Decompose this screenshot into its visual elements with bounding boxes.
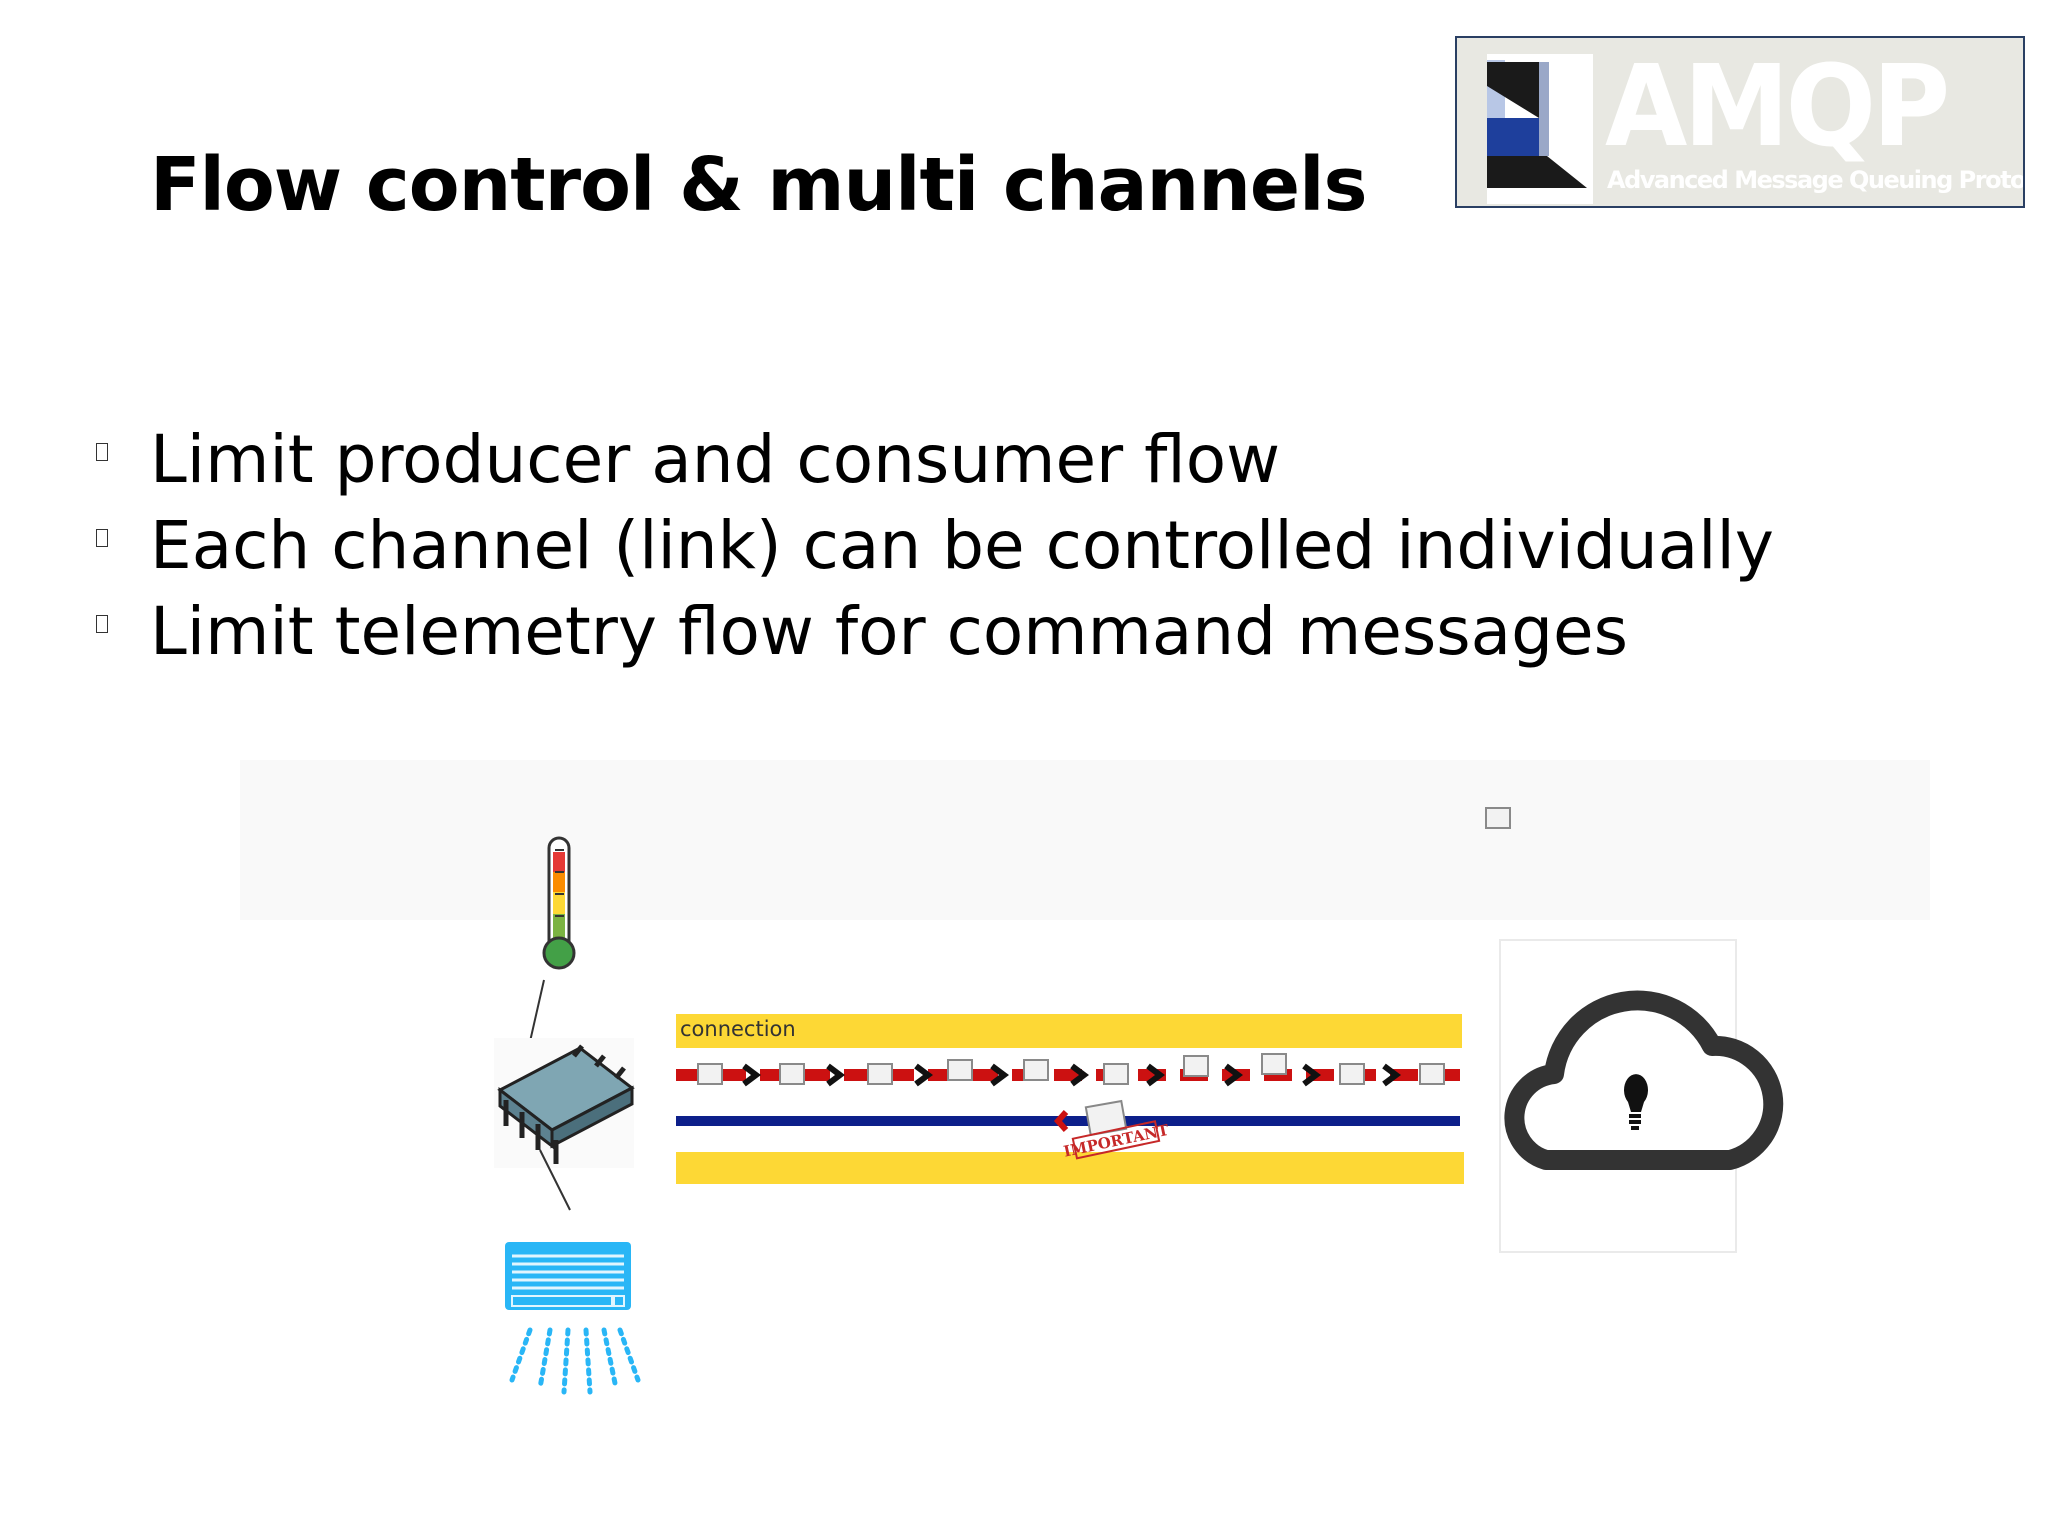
- air-conditioner-icon: [505, 1242, 641, 1395]
- thermometer-icon: [542, 836, 576, 970]
- slide-title: Flow control & multi channels: [150, 142, 1367, 228]
- envelope-icon: [1485, 807, 1511, 829]
- bullet-item: Limit telemetry flow for command message…: [96, 588, 1774, 674]
- amqp-logo-mark-icon: [1487, 54, 1593, 204]
- important-message: IMPORTANT: [1053, 1099, 1171, 1161]
- cloud-icon: [1499, 939, 1784, 1253]
- bullet-icon: [96, 443, 108, 461]
- bullet-list: Limit producer and consumer flow Each ch…: [96, 416, 1774, 674]
- telemetry-messages: [697, 1053, 1445, 1087]
- bullet-text: Limit telemetry flow for command message…: [150, 592, 1629, 670]
- amqp-logo-text: AMQP: [1605, 42, 1950, 172]
- chip-icon: [494, 1038, 635, 1168]
- amqp-logo-subtitle: Advanced Message Queuing Protocol: [1607, 166, 2025, 194]
- connection-label: connection: [680, 1017, 796, 1041]
- amqp-logo: AMQP Advanced Message Queuing Protocol: [1455, 36, 2025, 208]
- connection-band: [676, 1014, 1464, 1184]
- bullet-text: Limit producer and consumer flow: [150, 420, 1281, 498]
- bullet-text: Each channel (link) can be controlled in…: [150, 506, 1774, 584]
- bullet-item: Each channel (link) can be controlled in…: [96, 502, 1774, 588]
- bullet-icon: [96, 529, 108, 547]
- bullet-icon: [96, 615, 108, 633]
- bullet-item: Limit producer and consumer flow: [96, 416, 1774, 502]
